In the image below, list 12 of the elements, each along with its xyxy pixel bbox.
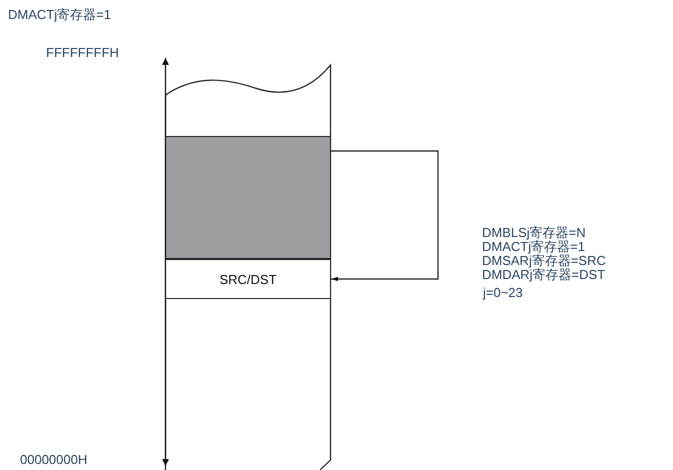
register-setting: DMBLSj寄存器=N — [482, 226, 586, 240]
register-setting: DMDARj寄存器=DST — [482, 268, 606, 282]
register-setting: DMACTj寄存器=1 — [482, 240, 585, 254]
memory-cell — [165, 259, 331, 299]
register-setting: DMACTj寄存器=1 — [8, 8, 111, 22]
cell-label: SRC/DST — [219, 272, 277, 286]
loop-arrow — [331, 150, 439, 282]
address-label: 00000000H — [20, 453, 88, 467]
address-label: FFFFFFFFH — [46, 46, 119, 60]
channel-range: j=0~23 — [483, 286, 523, 300]
register-setting: DMSARj寄存器=SRC — [482, 254, 606, 268]
memory-block — [165, 136, 331, 259]
